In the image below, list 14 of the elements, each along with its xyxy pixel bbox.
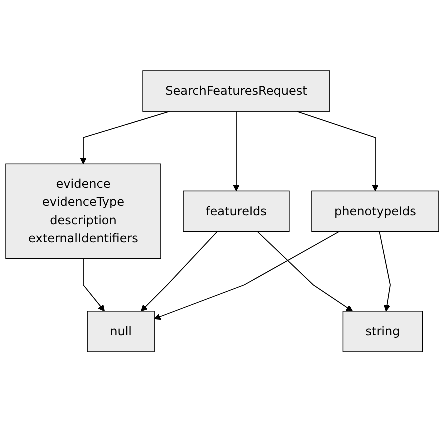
arrow bbox=[83, 258, 105, 312]
node-box: null bbox=[87, 311, 155, 352]
node-box: featureIds bbox=[183, 190, 290, 232]
arrow bbox=[296, 111, 379, 192]
node-box: string bbox=[342, 311, 424, 352]
node-box: SearchFeaturesRequest bbox=[142, 70, 330, 112]
node-box: evidence evidenceType description externalIdentifiers bbox=[6, 164, 162, 260]
arrow bbox=[379, 231, 391, 312]
arrow bbox=[233, 111, 240, 192]
node-box: phenotypeIds bbox=[312, 190, 440, 232]
arrow bbox=[257, 231, 354, 312]
arrow bbox=[80, 111, 170, 164]
arrow bbox=[154, 231, 340, 320]
arrow bbox=[140, 231, 218, 312]
